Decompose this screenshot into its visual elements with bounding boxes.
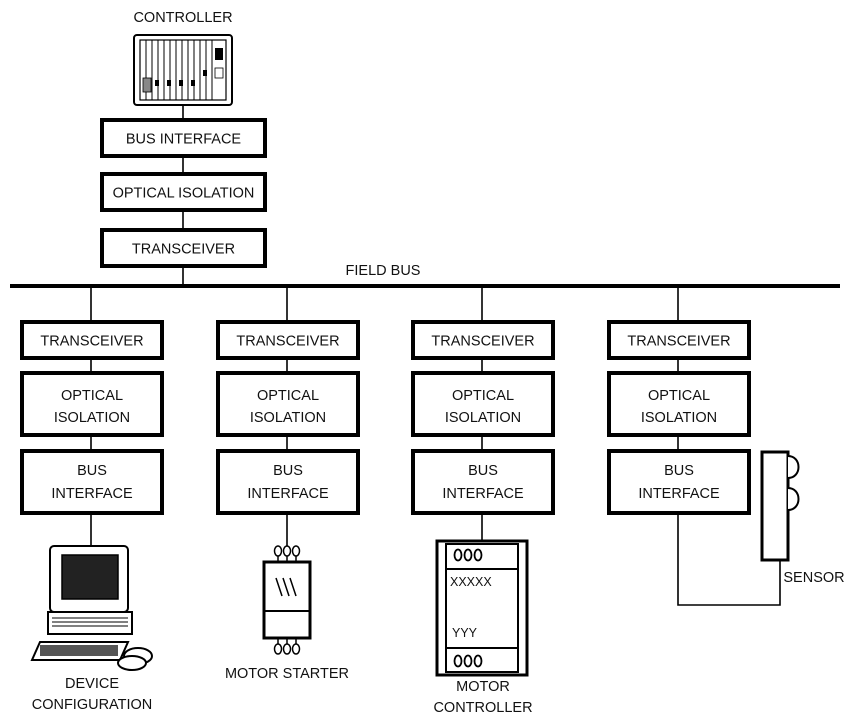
motor-controller-display-top: XXXXX (450, 575, 492, 589)
node-4-interface-line1: BUS (664, 463, 694, 479)
node-4-isolation-line2: ISOLATION (641, 410, 717, 426)
node-1-transceiver-box (20, 320, 164, 360)
node-2-transceiver-label: TRANSCEIVER (236, 334, 339, 350)
controller-optical-isolation-box (100, 172, 267, 212)
node-3-isolation-line1: OPTICAL (452, 388, 514, 404)
controller-label: CONTROLLER (133, 10, 232, 26)
node-2-interface-line2: INTERFACE (247, 486, 329, 502)
device-config-label-line2: CONFIGURATION (32, 697, 153, 713)
motor-controller-label-line1: MOTOR (456, 679, 510, 695)
sensor-label: SENSOR (783, 570, 844, 586)
sensor-icon (760, 450, 800, 562)
node-4-transceiver-box (607, 320, 751, 360)
node-3-transceiver-label: TRANSCEIVER (431, 334, 534, 350)
node-1-interface-box (20, 449, 164, 515)
node-4-isolation-line1: OPTICAL (648, 388, 710, 404)
controller-transceiver-box (100, 228, 267, 268)
motor-starter-label: MOTOR STARTER (225, 666, 349, 682)
node-4-interface-line2: INTERFACE (638, 486, 720, 502)
node-4: TRANSCEIVER OPTICAL ISOLATION BUS INTERF… (607, 286, 781, 606)
controller-transceiver-label: TRANSCEIVER (132, 242, 235, 258)
node-1-isolation-line2: ISOLATION (54, 410, 130, 426)
node-3-isolation-line2: ISOLATION (445, 410, 521, 426)
device-config-label-line1: DEVICE (65, 676, 119, 692)
node-2: TRANSCEIVER OPTICAL ISOLATION BUS INTERF… (216, 286, 360, 548)
node-3-isolation-box (411, 371, 555, 437)
node-3-transceiver-box (411, 320, 555, 360)
node-1-isolation-line1: OPTICAL (61, 388, 123, 404)
node-4-transceiver-label: TRANSCEIVER (627, 334, 730, 350)
motor-controller-icon (435, 539, 529, 677)
node-3: TRANSCEIVER OPTICAL ISOLATION BUS INTERF… (411, 286, 555, 541)
node-2-isolation-line1: OPTICAL (257, 388, 319, 404)
field-bus-label: FIELD BUS (346, 263, 421, 279)
motor-controller-display-bottom: YYY (452, 626, 478, 640)
motor-starter-icon (262, 545, 312, 655)
node-2-transceiver-box (216, 320, 360, 360)
node-4-interface-box (607, 449, 751, 515)
node-1-transceiver-label: TRANSCEIVER (40, 334, 143, 350)
node-1-interface-line1: BUS (77, 463, 107, 479)
node-2-interface-line1: BUS (273, 463, 303, 479)
node-4-isolation-box (607, 371, 751, 437)
controller-rack-icon (133, 34, 233, 106)
node-3-interface-line2: INTERFACE (442, 486, 524, 502)
controller-bus-interface-label: BUS INTERFACE (126, 132, 242, 148)
node-2-interface-box (216, 449, 360, 515)
node-2-isolation-line2: ISOLATION (250, 410, 326, 426)
node-3-interface-line1: BUS (468, 463, 498, 479)
node-3-interface-box (411, 449, 555, 515)
node-1: TRANSCEIVER OPTICAL ISOLATION BUS INTERF… (20, 286, 164, 546)
node-1-isolation-box (20, 371, 164, 437)
motor-controller-label-line2: CONTROLLER (433, 700, 532, 716)
controller-optical-isolation-label: OPTICAL ISOLATION (113, 186, 255, 202)
node-2-isolation-box (216, 371, 360, 437)
node-1-interface-line2: INTERFACE (51, 486, 133, 502)
computer-icon (30, 545, 153, 671)
